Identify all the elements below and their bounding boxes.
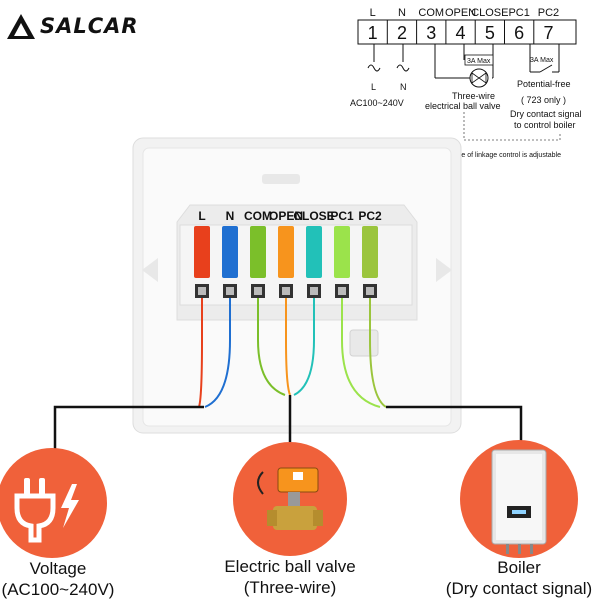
table-number-7: 7 [543,23,553,43]
wire-close [293,298,315,396]
boiler-caption-sub: (Dry contact signal) [445,579,593,598]
wire-n [204,298,231,408]
panel-terminal-pc2 [362,226,378,278]
dry-desc-line3: Dry contact signal [510,109,582,119]
ball-valve-icon [257,467,323,530]
terminal-screw-head [254,287,262,295]
brand-logo [4,10,174,50]
panel-label-l: L [198,209,205,223]
terminal-screw-head [198,287,206,295]
table-label-pc2: PC2 [538,7,559,19]
panel-label-pc1: PC1 [330,209,354,223]
voltage-caption-title: Voltage [29,559,87,578]
table-label-pc1: PC1 [508,7,529,19]
terminal-screw-head [282,287,290,295]
valve-caption-sub: (Three-wire) [243,578,337,597]
wire-open [285,298,291,396]
panel-terminal-com [250,226,266,278]
valve-max-label: 3A Max [467,58,491,65]
table-number-3: 3 [426,23,436,43]
brand-name: SALCAR [40,14,139,38]
panel-terminal-close [306,226,322,278]
panel-label-open: OPEN [269,209,303,223]
table-number-1: 1 [368,23,378,43]
table-number-6: 6 [514,23,524,43]
wire-pc2 [369,298,387,408]
ac-l-label: L [371,82,376,92]
table-label-open: OPEN [445,7,476,19]
terminal-wires [198,298,387,408]
voltage-device-circle [0,448,107,558]
ac-voltage-label: AC100~240V [350,98,404,108]
panel-label-com: COM [244,209,272,223]
table-label-l: L [370,7,376,19]
table-label-com: COM [418,7,444,19]
terminal-screw-head [310,287,318,295]
panel-label-n: N [226,209,235,223]
dry-desc-line4: to control boiler [514,120,576,130]
terminal-screw-head [226,287,234,295]
ac-source-symbol: L N AC100~240V [350,44,410,108]
valve-device-circle [233,442,347,556]
wire-l [198,298,203,408]
boiler-device-circle [460,440,578,558]
table-label-n: N [398,7,406,19]
salcar-logo-icon [7,14,35,39]
valve-caption-title: Electric ball valve [224,557,356,576]
table-label-close: CLOSE [471,7,508,19]
dry-desc-line1: Potential-free [517,79,571,89]
panel-label-pc2: PC2 [358,209,382,223]
valve-desc-line2: electrical ball valve [425,101,501,111]
panel-terminal-pc1 [334,226,350,278]
panel-terminal-l [194,226,210,278]
voltage-caption: Voltage (AC100~240V) [0,558,124,600]
wire-pc1 [341,298,381,408]
terminal-screw-head [366,287,374,295]
table-number-4: 4 [456,23,466,43]
valve-caption: Electric ball valve (Three-wire) [200,556,380,598]
wire-com [257,298,286,396]
valve-desc-line1: Three-wire [452,91,495,101]
terminal-table: L 1 N 2 COM 3 OPEN 4 CLOSE 5 PC1 6 PC2 7 [357,7,577,45]
boiler-caption: Boiler (Dry contact signal) [437,557,600,599]
dry-desc-line2: ( 723 only ) [521,95,566,105]
table-number-5: 5 [485,23,495,43]
power-plug-icon [14,478,79,543]
device-wires [53,395,523,455]
dry-contact-symbol: 3A Max Potential-free ( 723 only ) Dry c… [510,44,582,130]
linkage-note: Linkage control; delay time of linkage c… [382,152,561,159]
panel-terminal-open [278,226,294,278]
panel-label-close: CLOSE [293,209,334,223]
boiler-icon [491,449,547,554]
terminal-screw-head [338,287,346,295]
panel-terminal-n [222,226,238,278]
ac-n-label: N [400,82,407,92]
dry-max-label: 3A Max [530,57,554,64]
voltage-caption-sub: (AC100~240V) [1,580,115,599]
valve-symbol: 3A Max Three-wire electrical ball valve [425,44,501,111]
boiler-caption-title: Boiler [497,558,541,577]
table-number-2: 2 [397,23,407,43]
